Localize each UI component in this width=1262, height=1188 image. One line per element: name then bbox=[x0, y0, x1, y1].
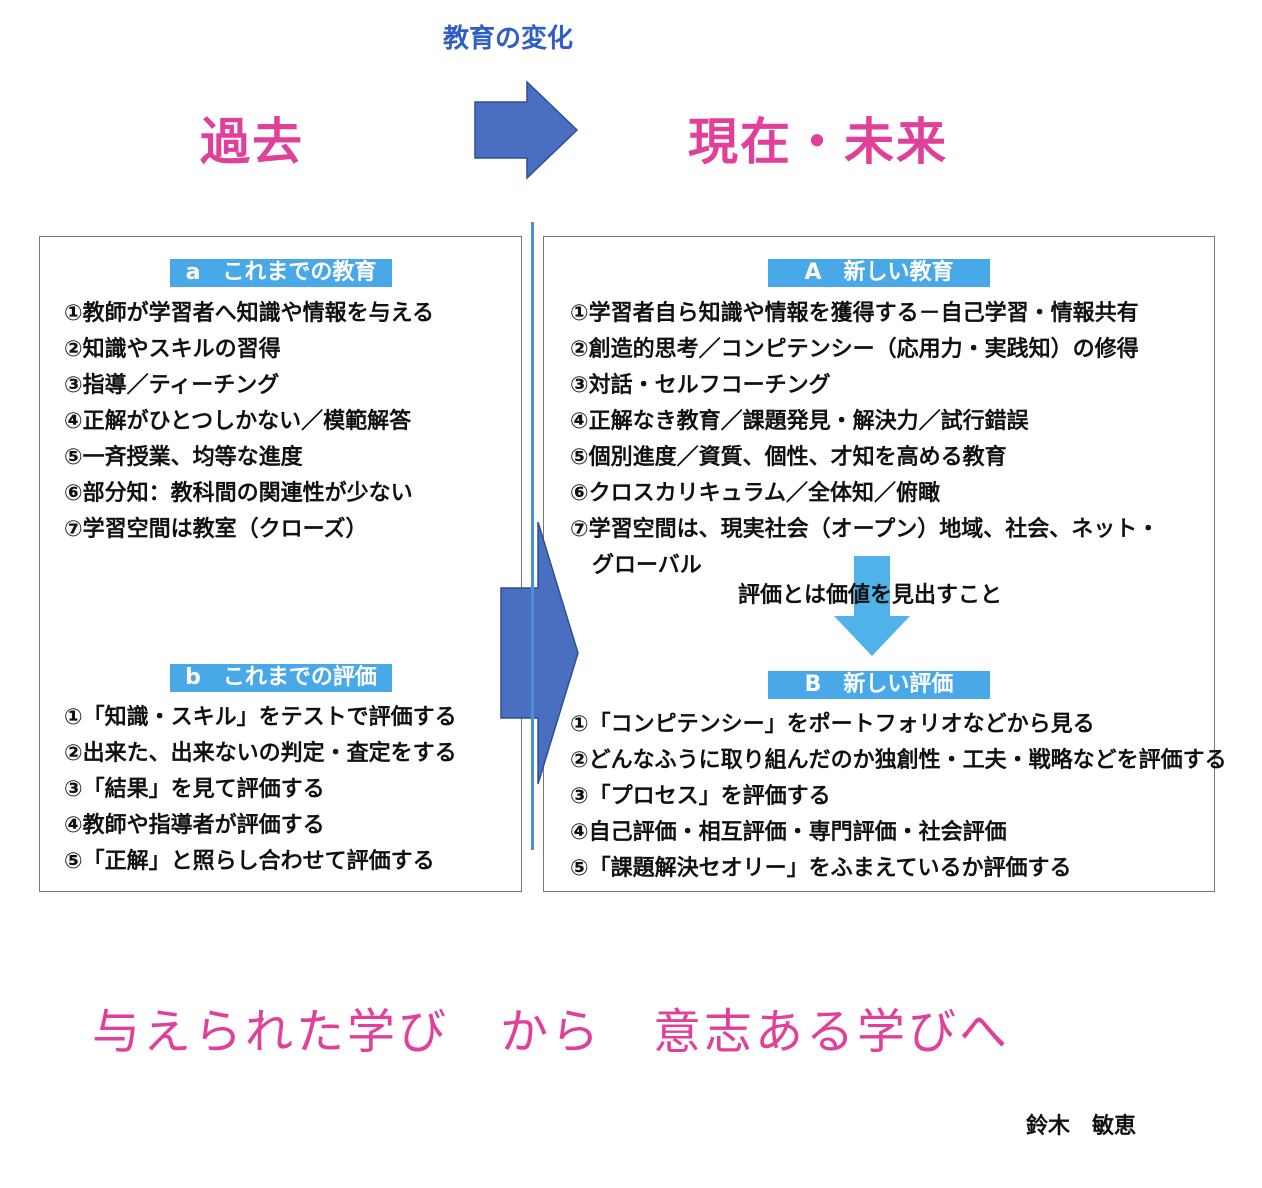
new-education-list: ①学習者自ら知識や情報を獲得する－自己学習・情報共有 ②創造的思考／コンピテンシ… bbox=[570, 296, 1159, 584]
list-item: ②知識やスキルの習得 bbox=[64, 337, 281, 362]
list-item: ⑤「正解」と照らし合わせて評価する bbox=[64, 849, 435, 874]
list-item: ①教師が学習者へ知識や情報を与える bbox=[64, 301, 434, 326]
list-item: ⑤「課題解決セオリー」をふまえているか評価する bbox=[570, 856, 1072, 881]
list-item: ③「結果」を見て評価する bbox=[64, 777, 325, 802]
evaluation-note: 評価とは価値を見出すこと bbox=[738, 583, 1003, 608]
list-item: ②創造的思考／コンピテンシー（応用力・実践知）の修得 bbox=[570, 337, 1139, 362]
slogan: 与えられた学び から 意志ある学びへ bbox=[92, 1004, 1011, 1060]
list-item: ④教師や指導者が評価する bbox=[64, 813, 325, 838]
author-name: 鈴木 敏恵 bbox=[1026, 1114, 1137, 1139]
list-item: ⑥部分知：教科間の関連性が少ない bbox=[64, 481, 413, 506]
list-item: ③指導／ティーチング bbox=[64, 373, 280, 398]
list-item: ⑥クロスカリキュラム／全体知／俯瞰 bbox=[570, 481, 940, 506]
list-item: ③対話・セルフコーチング bbox=[570, 373, 831, 398]
list-item: ⑦学習空間は、現実社会（オープン）地域、社会、ネット・ bbox=[570, 517, 1160, 542]
new-education-heading: A 新しい教育 bbox=[768, 259, 990, 287]
list-item: ⑤個別進度／資質、個性、才知を高める教育 bbox=[570, 445, 1007, 470]
list-item: グローバル bbox=[570, 553, 702, 578]
list-item: ④自己評価・相互評価・専門評価・社会評価 bbox=[570, 820, 1007, 845]
down-arrow-icon bbox=[834, 556, 910, 656]
divider-line bbox=[531, 222, 534, 850]
past-label: 過去 bbox=[200, 113, 304, 171]
list-item: ⑦学習空間は教室（クローズ） bbox=[64, 517, 368, 542]
list-item: ⑤一斉授業、均等な進度 bbox=[64, 445, 303, 470]
traditional-evaluation-heading: b これまでの評価 bbox=[170, 664, 392, 692]
list-item: ④正解がひとつしかない／模範解答 bbox=[64, 409, 412, 434]
traditional-evaluation-list: ①「知識・スキル」をテストで評価する ②出来た、出来ないの判定・査定をする ③「… bbox=[64, 700, 457, 880]
traditional-education-list: ①教師が学習者へ知識や情報を与える ②知識やスキルの習得 ③指導／ティーチング … bbox=[64, 296, 434, 548]
new-evaluation-list: ①「コンピテンシー」をポートフォリオなどから見る ②どんなふうに取り組んだのか独… bbox=[570, 707, 1227, 887]
list-item: ②どんなふうに取り組んだのか独創性・工夫・戦略などを評価する bbox=[570, 748, 1227, 773]
traditional-education-heading: a これまでの教育 bbox=[170, 259, 392, 287]
top-arrow-icon bbox=[474, 80, 579, 180]
list-item: ③「プロセス」を評価する bbox=[570, 784, 831, 809]
list-item: ①「コンピテンシー」をポートフォリオなどから見る bbox=[570, 712, 1095, 737]
list-item: ①学習者自ら知識や情報を獲得する－自己学習・情報共有 bbox=[570, 301, 1139, 326]
list-item: ②出来た、出来ないの判定・査定をする bbox=[64, 741, 457, 766]
list-item: ①「知識・スキル」をテストで評価する bbox=[64, 705, 457, 730]
new-evaluation-heading: B 新しい評価 bbox=[768, 671, 990, 699]
traditional-box bbox=[39, 236, 522, 892]
middle-arrow-icon bbox=[500, 521, 579, 785]
page-title: 教育の変化 bbox=[443, 24, 574, 54]
list-item: ④正解なき教育／課題発見・解決力／試行錯誤 bbox=[570, 409, 1029, 434]
future-label: 現在・未来 bbox=[688, 113, 948, 171]
